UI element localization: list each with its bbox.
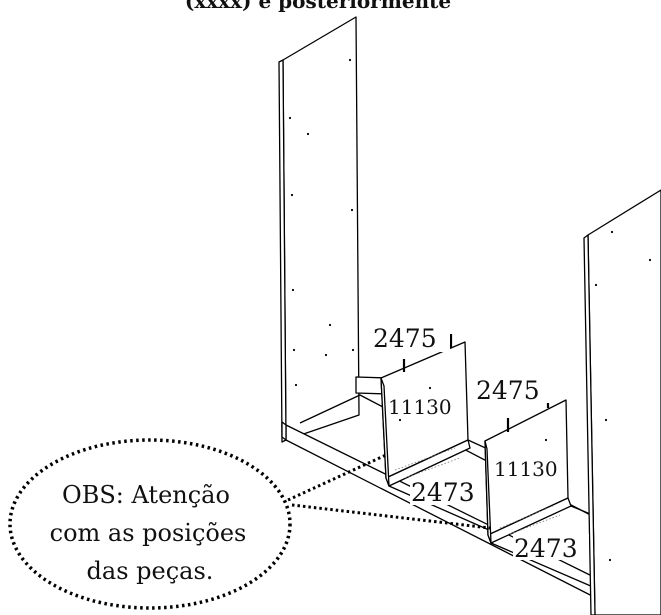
label-2473-right: 2473 [514,534,578,563]
header-title-fragment: (xxxx) e posteriormente [185,0,451,13]
label-2475-left: 2475 [373,324,437,353]
right-side-panel [583,189,661,615]
label-11130-left: 11130 [388,395,452,419]
note-line-2: com as posições [50,519,247,547]
label-11130-right: 11130 [494,457,558,481]
label-2475-right: 2475 [476,376,540,405]
left-side-panel [278,16,360,443]
note-line-3: das peças. [87,557,214,585]
note-leaders [287,453,491,530]
label-2473-left: 2473 [411,478,475,507]
part-labels: 2475 2475 11130 11130 2473 2473 [372,324,589,563]
note-callout: OBS: Atenção com as posições das peças. [8,438,292,610]
note-line-1: OBS: Atenção [62,481,230,509]
hole-dots [288,58,652,562]
floor-hatching [394,447,561,535]
